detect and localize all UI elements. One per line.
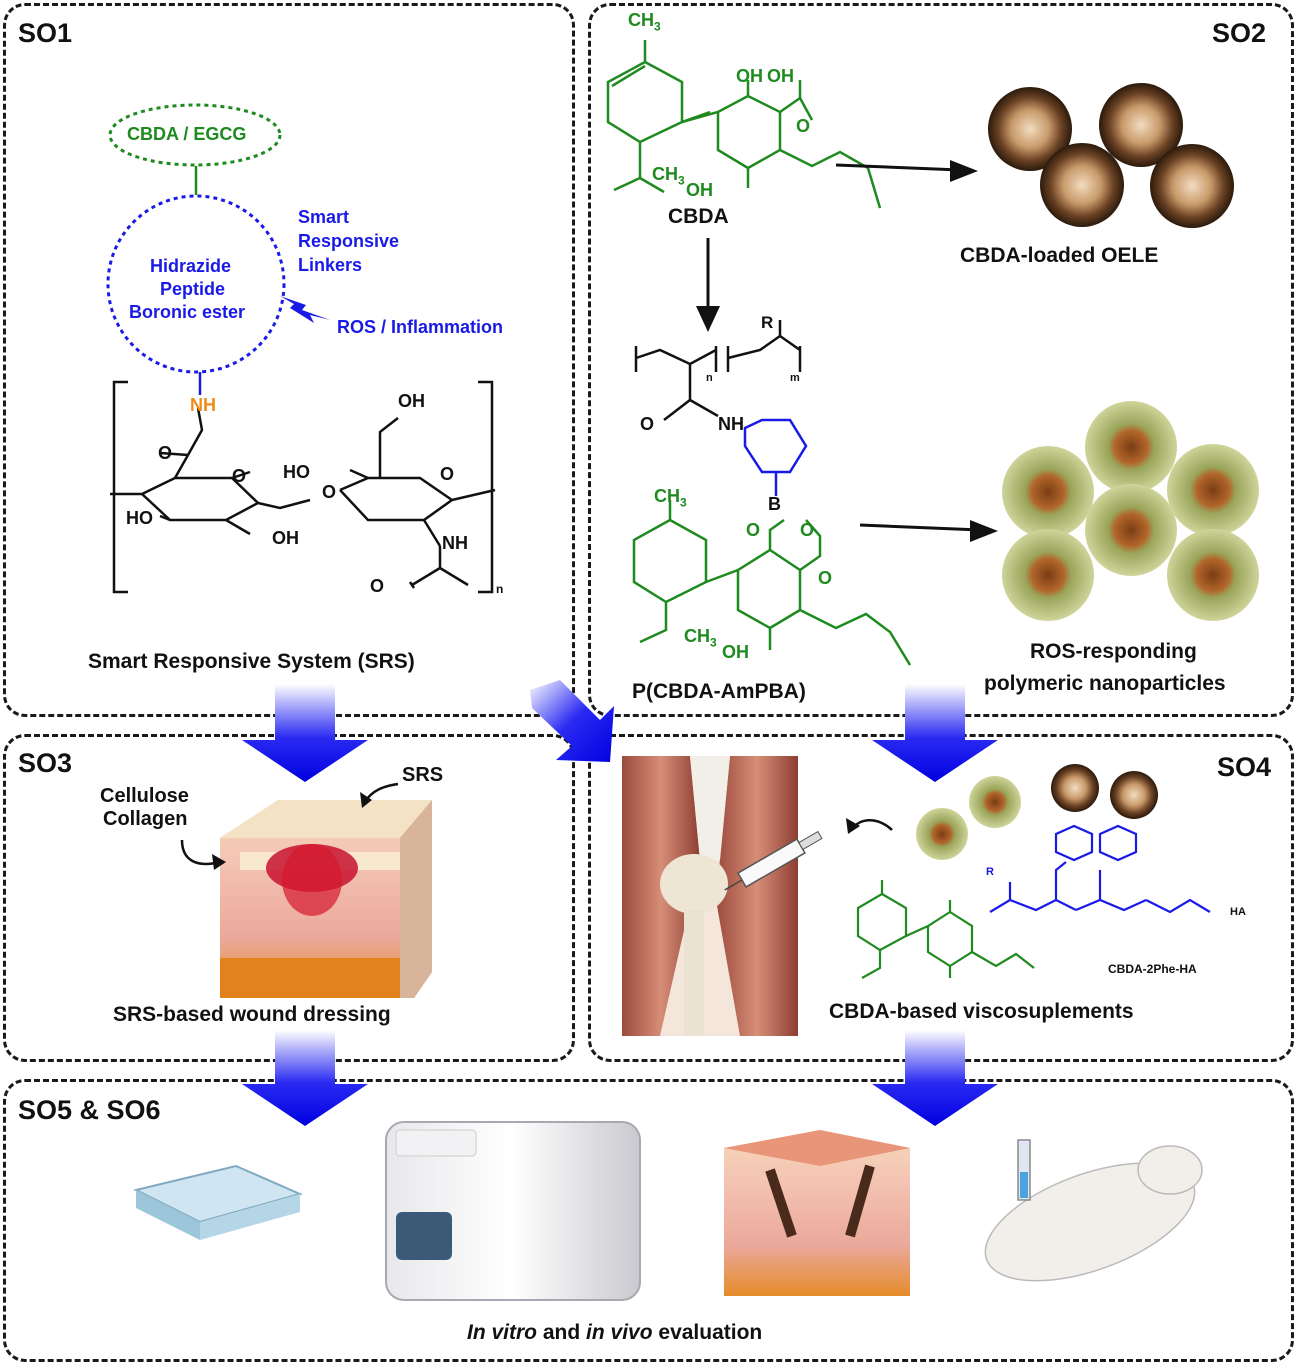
so2-o-amide: O bbox=[640, 414, 655, 434]
so2-cbda-label: CBDA bbox=[668, 205, 729, 228]
so4-title: SO4 bbox=[1217, 752, 1272, 782]
so1-linker-2: Peptide bbox=[160, 279, 226, 299]
so2-oh: OH bbox=[736, 66, 763, 86]
so2-oh-acid: OH bbox=[767, 66, 794, 86]
mouse-illustration bbox=[984, 1139, 1203, 1282]
so2-ch3-iso: CH3 bbox=[652, 164, 685, 188]
reaction-arrows bbox=[696, 160, 998, 542]
so56-title: SO5 & SO6 bbox=[18, 1095, 161, 1125]
lightning-icon bbox=[280, 296, 330, 323]
so2-r: R bbox=[761, 313, 774, 332]
so2-ch3-b: CH3 bbox=[654, 486, 687, 510]
so1-o-2: O bbox=[232, 466, 247, 486]
so4-compound-label: CBDA-2Phe-HA bbox=[1108, 962, 1197, 976]
so2-oh-b: OH bbox=[722, 642, 749, 662]
so1-caption: Smart Responsive System (SRS) bbox=[88, 650, 415, 673]
so2-o-b2: O bbox=[800, 520, 815, 540]
so2-nh: NH bbox=[718, 414, 744, 434]
so2-phenyl-ring bbox=[743, 418, 808, 496]
so2-polymer-backbone bbox=[634, 320, 802, 421]
plate-reader-illustration bbox=[385, 1121, 641, 1301]
so3-cellulose-label: Cellulose bbox=[100, 785, 189, 807]
so1-o-3: O bbox=[322, 482, 337, 502]
so1-stimulus: ROS / Inflammation bbox=[337, 317, 504, 337]
so1-linker-1: Hidrazide bbox=[150, 256, 232, 276]
so2-cbda-boronate bbox=[632, 500, 912, 666]
so1-linker-title: Smart Responsive Linkers bbox=[298, 207, 400, 275]
so2-polymer-label: P(CBDA-AmPBA) bbox=[632, 680, 806, 703]
so56-caption: In vitro and in vivo evaluation bbox=[467, 1321, 763, 1344]
so2-np-label-1: ROS-responding bbox=[1030, 640, 1197, 663]
so1-o-1: O bbox=[158, 443, 173, 463]
so2-n: n bbox=[706, 372, 713, 384]
so1-hyaluronan-structure bbox=[110, 380, 496, 594]
skin-cross-section-illustration bbox=[724, 1130, 910, 1296]
flow-arrows bbox=[242, 680, 998, 1126]
so2-o-acid: O bbox=[796, 116, 811, 136]
so4-r: R bbox=[986, 866, 994, 878]
so1-ho-1: HO bbox=[283, 462, 310, 482]
so1-o-5: O bbox=[370, 576, 385, 596]
so3-srs-label: SRS bbox=[402, 764, 444, 786]
so2-m: m bbox=[790, 372, 800, 384]
so3-collagen-label: Collagen bbox=[103, 808, 188, 830]
so4-caption: CBDA-based viscosuplements bbox=[829, 1000, 1134, 1023]
so2-cbda-structure bbox=[606, 40, 882, 209]
polymeric-nanoparticles bbox=[1002, 401, 1259, 621]
so2-np-label-2: polymeric nanoparticles bbox=[984, 672, 1226, 695]
so1-drug-ellipse bbox=[108, 103, 282, 167]
so4-particles bbox=[916, 764, 1158, 860]
so2-b: B bbox=[768, 494, 781, 514]
so1-n-sub: n bbox=[496, 582, 504, 596]
so3-title: SO3 bbox=[18, 748, 73, 778]
so2-title: SO2 bbox=[1212, 18, 1267, 48]
so1-drug-label: CBDA / EGCG bbox=[127, 124, 247, 144]
so4-cbda-2phe-ha bbox=[856, 824, 1211, 979]
so2-o-b1: O bbox=[746, 520, 761, 540]
wound-dressing-illustration bbox=[220, 800, 432, 998]
so1-title: SO1 bbox=[18, 18, 73, 48]
panel-so56 bbox=[3, 1079, 1294, 1362]
so1-nh-2: NH bbox=[442, 533, 468, 553]
so2-oele-label: CBDA-loaded OELE bbox=[960, 244, 1159, 267]
so1-oh-top: OH bbox=[398, 391, 425, 411]
so2-ch3: CH3 bbox=[628, 10, 661, 34]
so1-linker-3: Boronic ester bbox=[129, 302, 246, 322]
so2-ch3-b2: CH3 bbox=[684, 626, 717, 650]
so1-nh-label: NH bbox=[190, 395, 216, 415]
well-plate-illustration bbox=[133, 1164, 303, 1240]
so1-o-4: O bbox=[440, 464, 455, 484]
oele-particles bbox=[988, 83, 1234, 228]
so1-oh-bottom: OH bbox=[272, 528, 299, 548]
so1-linker-circle bbox=[106, 194, 286, 374]
so3-caption: SRS-based wound dressing bbox=[113, 1003, 391, 1026]
so2-oh-2: OH bbox=[686, 180, 713, 200]
so2-o-carb: O bbox=[818, 568, 833, 588]
so1-ho-2: HO bbox=[126, 508, 153, 528]
knee-illustration bbox=[622, 756, 823, 1036]
so4-ha: HA bbox=[1230, 906, 1246, 918]
